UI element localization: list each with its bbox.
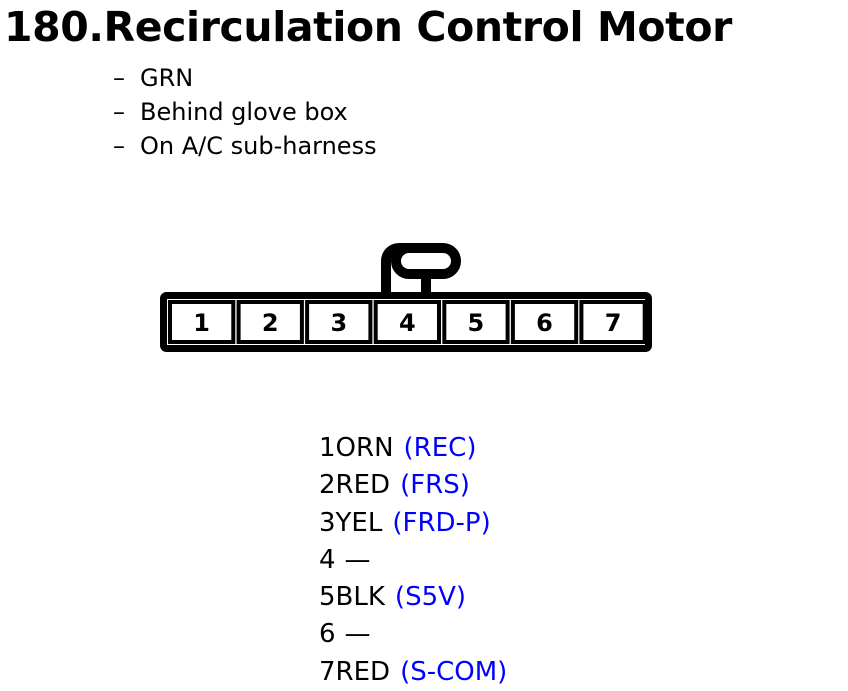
pinout-row: 6 —: [319, 616, 739, 653]
pin-wire-color: YEL: [335, 507, 383, 538]
pin-cell-4[interactable]: [373, 300, 442, 344]
pin-number: 3: [319, 507, 336, 538]
note-label: GRN: [140, 64, 194, 92]
bullet-dash-icon: –: [113, 132, 125, 160]
notes-list: – GRN – Behind glove box – On A/C sub-ha…: [113, 61, 713, 163]
pin-empty-dash: —: [344, 619, 371, 650]
connector-latch-icon: [381, 243, 461, 295]
pin-cell-label-3: 3: [330, 309, 347, 337]
pin-signal-name: (REC): [403, 433, 477, 463]
note-item-1: – Behind glove box: [113, 95, 713, 129]
pin-cell-label-6: 6: [536, 309, 553, 337]
bullet-dash-icon: –: [113, 98, 125, 126]
pin-cell-label-5: 5: [468, 309, 485, 337]
pin-wire-color: RED: [335, 656, 391, 687]
pinout-row: 7 RED (S-COM): [319, 654, 739, 691]
pin-cell-6[interactable]: [510, 300, 579, 344]
connector-drawing: 1 2 3 4 5 6 7: [160, 243, 652, 352]
pin-wire-color: BLK: [335, 582, 385, 613]
pin-cell-7[interactable]: [579, 300, 647, 344]
pin-number: 5: [319, 582, 336, 613]
pinout-row: 3 YEL (FRD-P): [319, 505, 739, 542]
pin-number: 6: [319, 619, 336, 650]
note-item-2: – On A/C sub-harness: [113, 129, 713, 163]
connector-latch-inner-icon: [391, 243, 431, 295]
pin-signal-name: (FRD-P): [392, 507, 491, 538]
pin-number: 4: [319, 544, 336, 575]
pin-number: 2: [319, 470, 336, 501]
pin-empty-dash: —: [344, 544, 371, 575]
pinout-row: 2 RED (FRS): [319, 467, 739, 504]
pin-signal-name: (FRS): [400, 470, 470, 501]
pin-wire-color: ORN: [335, 433, 394, 463]
note-label: On A/C sub-harness: [140, 132, 377, 160]
pin-cell-1[interactable]: [168, 300, 236, 344]
note-label: Behind glove box: [140, 98, 348, 126]
pin-cell-label-4: 4: [399, 309, 416, 337]
pin-cell-2[interactable]: [236, 300, 304, 344]
connector-pin-cells: [168, 300, 647, 344]
connector-diagram: 1 2 3 4 5 6 7: [0, 235, 848, 360]
pinout-row: 1 ORN (REC): [319, 430, 739, 467]
pin-signal-name: (S5V): [394, 582, 467, 613]
pin-number: 7: [319, 656, 336, 687]
pin-number: 1: [319, 433, 336, 463]
pin-cell-label-2: 2: [262, 309, 279, 337]
pin-cell-label-1: 1: [193, 309, 210, 337]
page-title: 180.Recirculation Control Motor: [4, 3, 732, 51]
note-item-0: – GRN: [113, 61, 713, 95]
pin-cell-3[interactable]: [305, 300, 373, 344]
pin-cell-5[interactable]: [442, 300, 510, 344]
bullet-dash-icon: –: [113, 64, 125, 92]
pinout-list: 1 ORN (REC) 2 RED (FRS) 3 YEL (FRD-P) 4 …: [319, 430, 739, 691]
pinout-row: 5 BLK (S5V): [319, 579, 739, 616]
pin-cell-label-7: 7: [605, 309, 622, 337]
pin-signal-name: (S-COM): [400, 656, 508, 687]
pin-wire-color: RED: [335, 470, 391, 501]
pinout-row: 4 —: [319, 542, 739, 579]
